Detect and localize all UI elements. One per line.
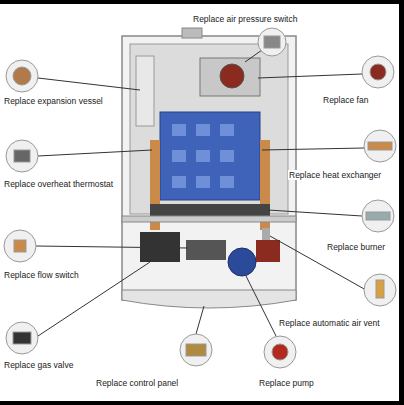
- heat-exchanger: [160, 112, 260, 200]
- part-label: Replace burner: [326, 242, 386, 252]
- part-label: Replace flow switch: [3, 270, 80, 280]
- frame-edge: [399, 0, 404, 405]
- fan: [200, 58, 260, 96]
- fan-motor: [220, 64, 244, 88]
- pump: [228, 248, 256, 276]
- part-label: Replace air pressure switch: [192, 14, 298, 24]
- expansion-vessel: [136, 56, 154, 126]
- part-label: Replace automatic air vent: [278, 318, 381, 328]
- part-label: Replace control panel: [95, 378, 179, 388]
- frame-edge: [0, 401, 404, 405]
- part-label: Replace heat exchanger: [288, 170, 382, 180]
- pump-head: [256, 240, 280, 262]
- part-label: Replace pump: [258, 378, 315, 388]
- part-label: Replace fan: [322, 95, 369, 105]
- divider: [122, 216, 296, 222]
- part-icon: [4, 28, 396, 368]
- leader-line: [36, 50, 366, 336]
- flue-outlet: [182, 28, 202, 38]
- boiler-casing: [122, 36, 296, 300]
- part-label: Replace gas valve: [3, 360, 74, 370]
- control-panel: [122, 290, 296, 308]
- flow-switch: [186, 240, 226, 260]
- burner: [150, 204, 270, 216]
- air-vent: [262, 228, 270, 240]
- part-label: Replace overheat thermostat: [3, 179, 114, 189]
- exchanger-fins: [172, 124, 234, 188]
- frame-edge: [0, 0, 404, 4]
- part-label: Replace expansion vessel: [3, 96, 104, 106]
